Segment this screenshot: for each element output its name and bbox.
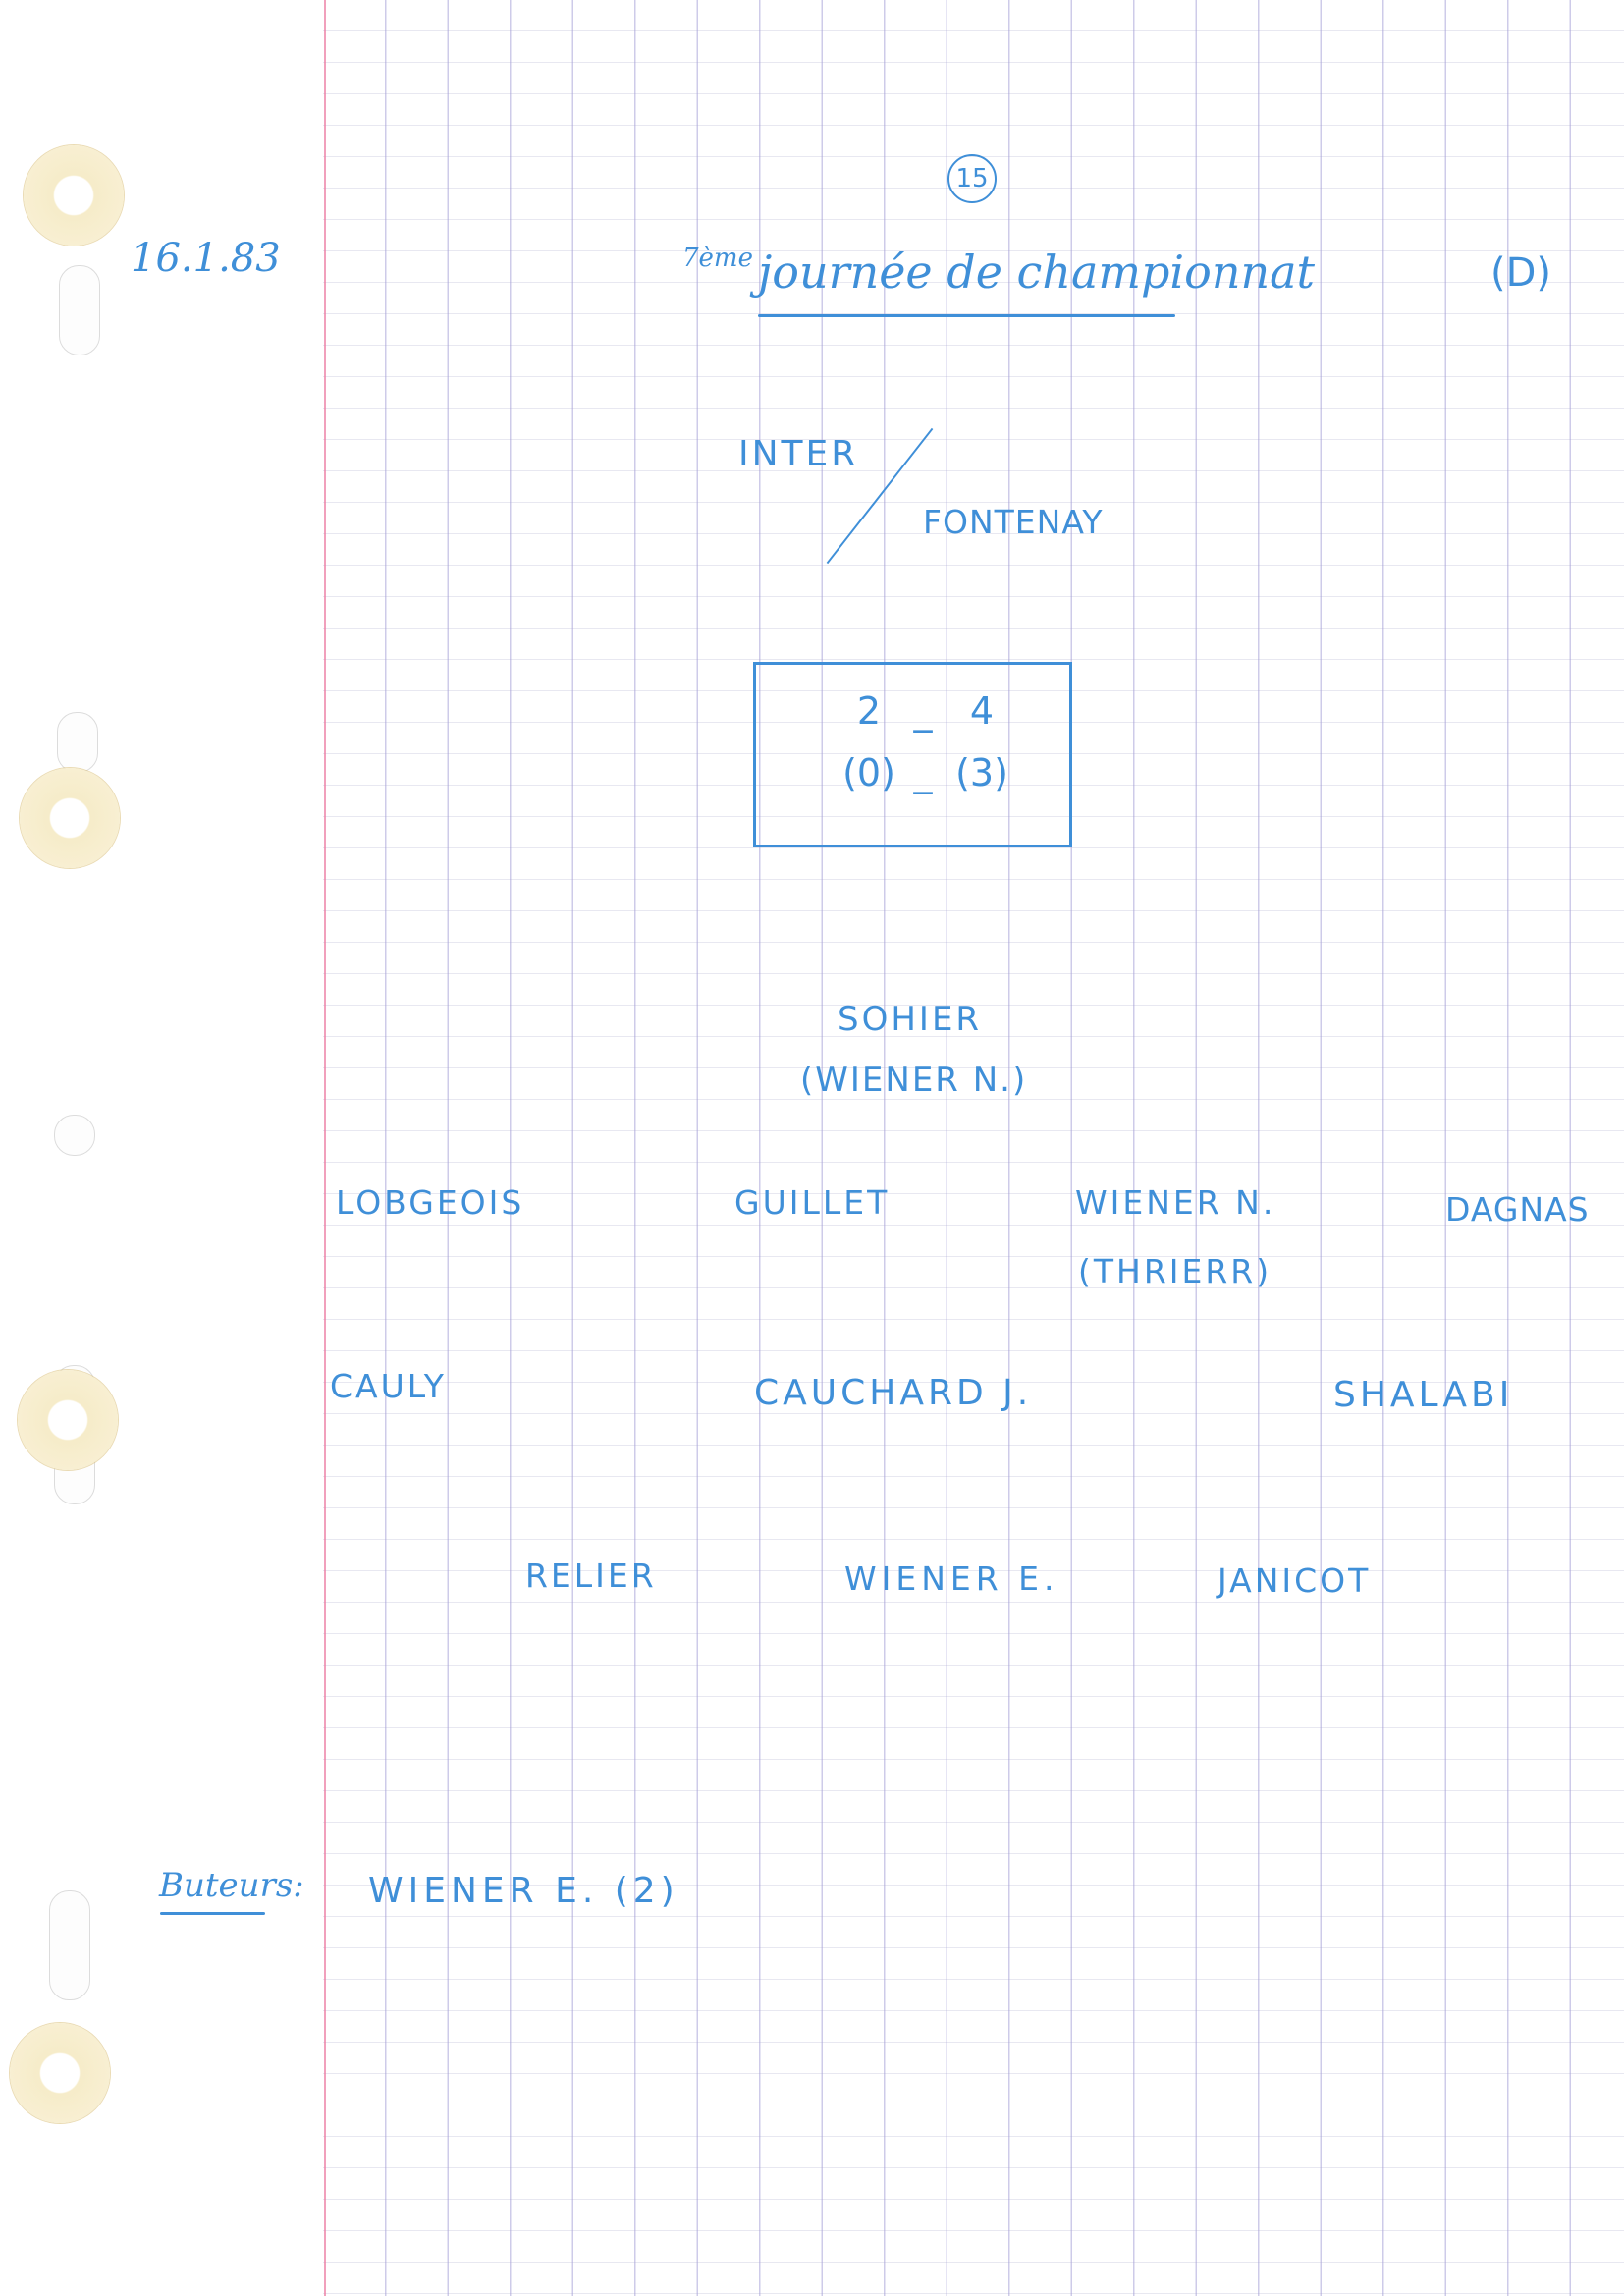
hole-reinforcer-ring bbox=[18, 1370, 118, 1470]
full-time-away-goals: 4 bbox=[969, 689, 995, 733]
scorers-label: Buteurs: bbox=[159, 1866, 304, 1905]
scorers-value: WIENER E. (2) bbox=[368, 1871, 679, 1911]
player-forward-2: WIENER E. bbox=[844, 1559, 1059, 1598]
hole-reinforcer-ring bbox=[20, 768, 120, 868]
player-midfielder-1: CAULY bbox=[330, 1367, 447, 1405]
score-separator: _ bbox=[913, 751, 933, 794]
player-midfielder-2: CAUCHARD J. bbox=[754, 1373, 1033, 1413]
goalkeeper-substitute: (WIENER N.) bbox=[800, 1061, 1028, 1100]
punch-slot bbox=[54, 1115, 95, 1156]
away-team: FONTENAY bbox=[923, 503, 1104, 541]
score-box: 2 _ 4 (0) _ (3) bbox=[753, 662, 1072, 847]
half-time-home-goals: (0) bbox=[842, 751, 895, 794]
punch-slot bbox=[57, 712, 98, 773]
hole-reinforcer-ring bbox=[10, 2023, 110, 2123]
player-defender-2: GUILLET bbox=[734, 1183, 891, 1222]
date: 16.1.83 bbox=[131, 236, 281, 281]
goalkeeper-name: SOHIER bbox=[838, 1000, 983, 1039]
title-prefix: 7ème bbox=[682, 244, 753, 273]
player-forward-3: JANICOT bbox=[1218, 1561, 1372, 1600]
hole-reinforcer-ring bbox=[24, 145, 124, 246]
player-defender-3-substitute: (THRIERR) bbox=[1078, 1252, 1272, 1290]
player-defender-1: LOBGEOIS bbox=[336, 1183, 525, 1222]
title-underline bbox=[758, 314, 1175, 317]
player-defender-4: DAGNAS bbox=[1445, 1190, 1590, 1229]
score-separator: _ bbox=[913, 689, 933, 733]
home-team: INTER bbox=[738, 434, 859, 474]
punch-slot bbox=[59, 265, 100, 355]
page-number: 15 bbox=[955, 164, 989, 193]
half-time-away-goals: (3) bbox=[955, 751, 1008, 794]
red-margin-line bbox=[324, 0, 326, 2296]
punch-slot bbox=[49, 1890, 90, 2000]
player-forward-1: RELIER bbox=[525, 1557, 657, 1595]
corner-mark: (D) bbox=[1490, 250, 1552, 296]
scorers-label-underline bbox=[160, 1912, 265, 1915]
vertical-grid-lines bbox=[324, 0, 1624, 2296]
player-midfielder-3: SHALABI bbox=[1333, 1375, 1514, 1415]
player-defender-3: WIENER N. bbox=[1075, 1183, 1276, 1222]
full-time-home-goals: 2 bbox=[856, 689, 882, 733]
page-number-circle: 15 bbox=[947, 154, 997, 203]
page-title: journée de championnat bbox=[758, 246, 1316, 299]
